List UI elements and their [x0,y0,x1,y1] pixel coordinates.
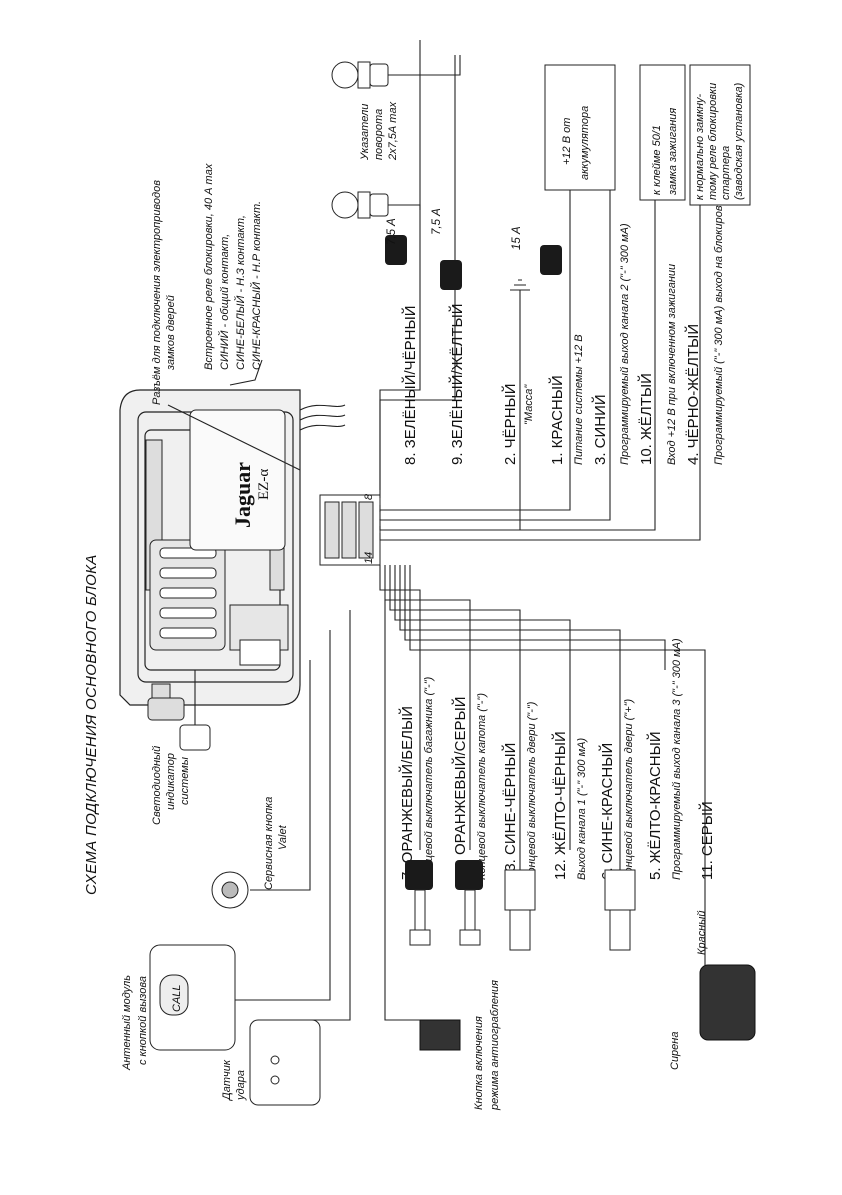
fuse-label-3: 15 А [511,226,523,250]
heatsink [149,539,226,651]
turn-signals-line2: поворота [373,109,385,160]
shock-sensor: Датчик удара [221,610,351,1106]
wire-label-14: 14. ОРАНЖЕВЫЙ/СЕРЫЙ [451,696,469,880]
starter-line1: к нормально замкну- [694,93,706,200]
antihijack-button: Кнопка включения режима антиограбления [384,600,501,1111]
starter-line2: тому реле блокировки [707,83,719,200]
valet-line1: Сервисная кнопка [263,797,275,890]
led-line2: индикатор [165,753,177,810]
door-lock-connector-line2: замков дверей [165,295,177,371]
fuses: 7,5 А 7,5 А 15 А [385,208,562,290]
antenna-call-label: CALL [171,984,183,1012]
fuse-label-1: 7,5 А [386,218,398,245]
bottom-wire-labels: 7. ОРАНЖЕВЫЙ/БЕЛЫЙ Концевой выключатель … [398,638,716,880]
pin-label-8: 8 [363,493,375,500]
ignition-box: к клейме 50/1 замка зажигания [639,64,686,201]
diagram-title: СХЕМА ПОДКЛЮЧЕНИЯ ОСНОВНОГО БЛОКА [83,554,100,895]
battery-line2: аккумулятора [579,106,591,180]
wire-label-7: 7. ОРАНЖЕВЫЙ/БЕЛЫЙ [398,706,416,880]
led-line1: Светодиодный [151,746,163,825]
siren-label: Сирена [669,1032,681,1070]
wire-label-5: 5. ЖЁЛТО-КРАСНЫЙ [646,731,664,880]
wire-label-1: 1. КРАСНЫЙ [548,375,566,465]
wire-desc-2: "Масса" [523,384,535,425]
wire-desc-12: Выход канала 1 ("-" 300 мА) [576,738,588,880]
shock-sensor-line1: Датчик [221,1059,233,1102]
relay-note: Встроенное реле блокировки, 40 А max СИН… [203,163,263,386]
fuse-label-2: 7,5 А [431,208,443,235]
antenna-line1: Антенный модуль [121,975,133,1071]
ground-symbol [510,279,530,310]
wire-desc-13: Концевой выключатель двери ("-") [526,701,538,880]
limit-switch-trunk [405,860,433,946]
antihijack-line2: режима антиограбления [489,980,501,1111]
wire-label-3: 3. СИНИЙ [591,394,609,465]
relay-note-line1: Встроенное реле блокировки, 40 А max [203,163,215,370]
battery-box: +12 В от аккумулятора [544,64,616,191]
wire-desc-6: Концевой выключатель двери ("+") [623,698,635,880]
ignition-line2: замка зажигания [667,108,679,196]
antenna-module: CALL Антенный модуль с кнопкой вызова [121,630,331,1071]
model-name: EZ-α [256,469,272,500]
top-wires [379,40,701,541]
valet-button: Сервисная кнопка Valet [211,660,311,909]
brand-logo: Jaguar [230,462,255,528]
siren: Сирена Красный [669,911,756,1070]
siren-wire-label: Красный [696,911,708,955]
main-unit: Jaguar EZ-α 8 14 [119,389,381,721]
wire-label-4: 4. ЧЁРНО-ЖЁЛТЫЙ [684,324,702,465]
turn-signal-lamps: Указатели поворота 2х7,5А max [331,55,461,219]
antenna-line2: с кнопкой вызова [137,976,149,1065]
relay-note-line4: СИНЕ-КРАСНЫЙ - Н.Р контакт. [250,201,263,370]
wire-label-11: 11. СЕРЫЙ [698,801,716,880]
battery-line1: +12 В от [561,118,573,165]
antihijack-line1: Кнопка включения [473,1016,485,1110]
starter-line3: стартера [720,146,732,200]
wire-desc-7: Концевой выключатель багажника ("-") [423,676,435,880]
led-indicator: Светодиодный индикатор системы [151,669,235,825]
limit-switch-hood [455,860,483,946]
relay-note-line2: СИНИЙ - общий контакт, [218,234,231,370]
wire-desc-10: Вход +12 В при включенном зажигании [666,264,678,465]
wire-desc-3: Программируемый выход канала 2 ("-" 300 … [619,223,631,465]
wire-label-9: 9. ЗЕЛЁНЫЙ/ЖЁЛТЫЙ [448,303,466,465]
wire-label-10: 10. ЖЁЛТЫЙ [637,373,655,465]
turn-signals-line3: 2х7,5А max [387,101,399,161]
turn-signals-line1: Указатели [359,104,371,161]
wire-label-12: 12. ЖЁЛТО-ЧЁРНЫЙ [551,731,569,880]
wire-desc-5: Программируемый выход канала 3 ("-" 300 … [671,638,683,880]
starter-line4: (заводская установка) [733,82,745,200]
valet-line2: Valet [277,824,289,850]
ignition-line1: к клейме 50/1 [651,125,663,195]
main-connector: 8 14 [319,493,381,566]
led-line3: системы [179,757,191,805]
wire-label-8: 8. ЗЕЛЁНЫЙ/ЧЁРНЫЙ [401,305,419,465]
shock-sensor-line2: удара [235,1070,247,1101]
wire-label-2: 2. ЧЁРНЫЙ [501,383,519,465]
relay-note-line3: СИНЕ-БЕЛЫЙ - Н.З контакт, [234,215,247,370]
top-wire-labels: 8. ЗЕЛЁНЫЙ/ЧЁРНЫЙ 9. ЗЕЛЁНЫЙ/ЖЁЛТЫЙ 2. Ч… [401,135,725,465]
starter-box: к нормально замкну- тому реле блокировки… [689,64,751,206]
wire-label-13: 13. СИНЕ-ЧЁРНЫЙ [501,743,519,880]
wire-desc-14: Концевой выключатель капота ("-") [476,693,488,880]
wire-desc-1: Питание системы +12 В [573,334,585,465]
door-lock-connector-line1: Разъём для подключения электроприводов [151,180,163,405]
limit-switch-door-pos [604,869,636,951]
pin-label-14: 14 [363,552,375,564]
wire-label-6: 6. СИНЕ-КРАСНЫЙ [598,743,616,880]
limit-switch-door-neg [504,869,536,951]
wire-desc-4: Программируемый ("-" 300 мА) выход на бл… [713,135,725,465]
